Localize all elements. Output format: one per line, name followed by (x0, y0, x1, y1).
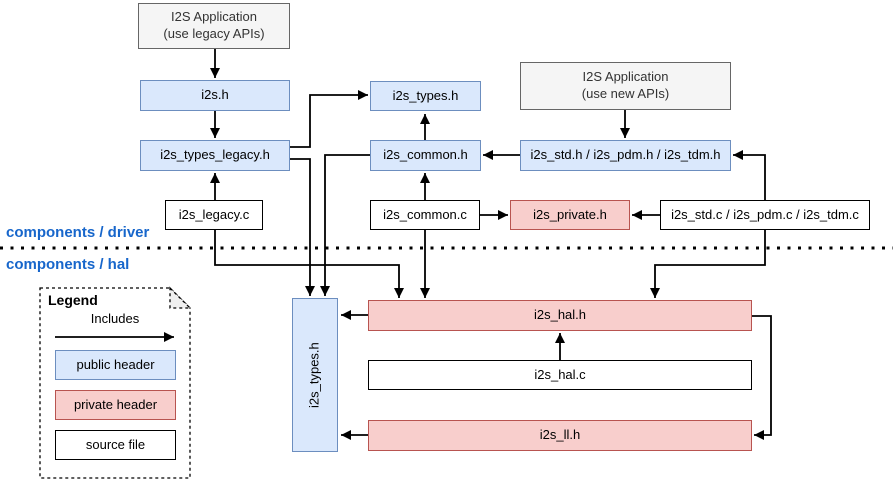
node-i2s-types-h: i2s_types.h (370, 81, 481, 111)
edge-i2s-std-pdm-tdm-c-to-i2s-std-pdm-tdm-h (733, 150, 766, 200)
section-label-hal: components / hal (6, 256, 130, 273)
node-i2s-hal-h: i2s_hal.h (368, 300, 752, 331)
edge-i2s-std-pdm-tdm-c-to-i2s-hal-h (650, 230, 766, 298)
legend-includes-label: Includes (90, 311, 140, 326)
legend-title: Legend (48, 292, 98, 308)
node-i2s-common-h: i2s_common.h (370, 140, 481, 171)
edge-i2s-common-h-to-i2s-types-h-hal (320, 154, 370, 296)
node-i2s-legacy-c: i2s_legacy.c (165, 200, 263, 230)
node-i2s-private-h: i2s_private.h (510, 200, 630, 230)
node-i2s-types-legacy-h: i2s_types_legacy.h (140, 140, 290, 171)
node-i2s-h: i2s.h (140, 80, 290, 111)
node-i2s-types-h-hal: i2s_types.h (292, 298, 338, 452)
legend-public-header-swatch: public header (55, 350, 176, 380)
legend-private-header-swatch: private header (55, 390, 176, 420)
node-i2s-common-c: i2s_common.c (370, 200, 480, 230)
edge-i2s-types-legacy-h-to-i2s-types-h-hal (290, 158, 315, 296)
node-i2s-hal-c: i2s_hal.c (368, 360, 752, 390)
node-i2s-std-pdm-tdm-c: i2s_std.c / i2s_pdm.c / i2s_tdm.c (660, 200, 870, 230)
edge-i2s-legacy-c-to-i2s-hal-h (214, 230, 404, 298)
edge-i2s-types-legacy-h-to-i2s-types-h (290, 90, 368, 148)
legend-fold-corner (169, 286, 192, 309)
section-label-driver: components / driver (6, 224, 150, 241)
legend-source-file-swatch: source file (55, 430, 176, 460)
node-i2s-ll-h: i2s_ll.h (368, 420, 752, 451)
node-i2s-std-pdm-tdm-h: i2s_std.h / i2s_pdm.h / i2s_tdm.h (520, 140, 731, 171)
node-i2s-application-legacy: I2S Application (use legacy APIs) (138, 3, 290, 49)
edge-i2s-hal-h-to-i2s-ll-h (752, 315, 772, 440)
node-i2s-application-new: I2S Application (use new APIs) (520, 62, 731, 110)
